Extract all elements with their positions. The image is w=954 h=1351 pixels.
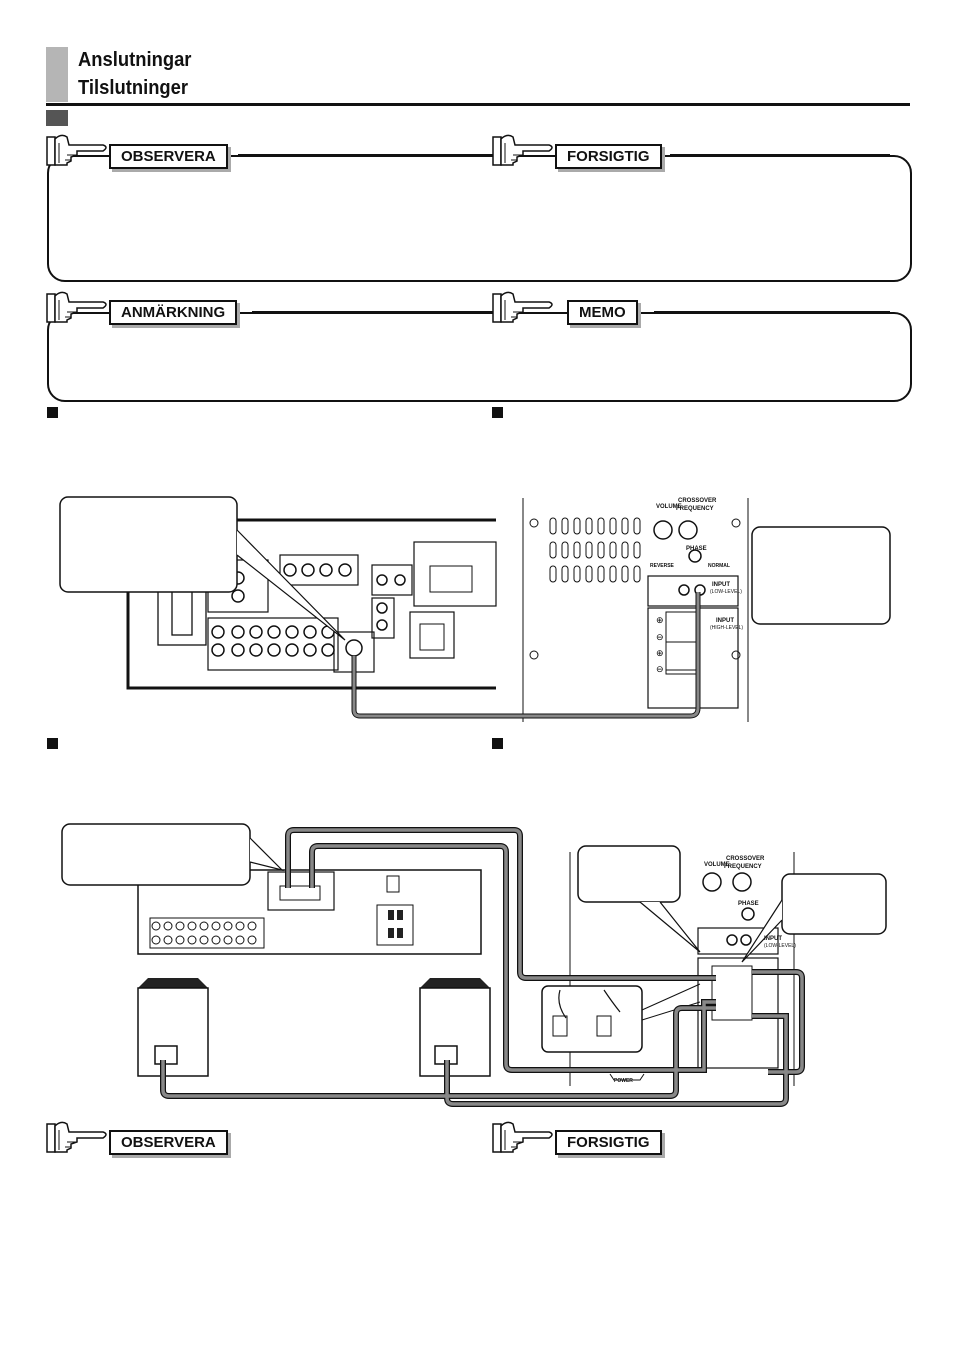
forsigtig-label-bottom: FORSIGTIG xyxy=(555,1130,662,1155)
svg-text:⊕: ⊕ xyxy=(656,648,664,658)
anmarkning-label: ANMÄRKNING xyxy=(109,300,238,325)
section-marker xyxy=(46,110,68,126)
low-level-text-2: (LOW-LEVEL) xyxy=(764,943,796,949)
svg-text:⊖: ⊖ xyxy=(656,664,664,674)
phase-text: PHASE xyxy=(686,546,707,552)
crossover-text: CROSSOVER xyxy=(678,498,717,504)
frequency-text-2: FREQUENCY xyxy=(724,864,762,870)
crossover-text-2: CROSSOVER xyxy=(726,856,765,862)
frequency-text: FREQUENCY xyxy=(676,506,714,512)
reverse-text: REVERSE xyxy=(650,563,674,569)
page-title-swedish: Anslutningar xyxy=(78,49,192,71)
square-bullet-icon xyxy=(492,407,503,418)
input-high-text: INPUT xyxy=(716,618,734,624)
page-title-danish: Tilslutninger xyxy=(78,77,189,99)
square-bullet-icon xyxy=(492,738,503,749)
svg-text:⊕: ⊕ xyxy=(656,615,664,625)
observera-label: OBSERVERA xyxy=(109,144,228,169)
title-accent-bar xyxy=(46,47,68,102)
square-bullet-icon xyxy=(47,738,58,749)
square-bullet-icon xyxy=(47,407,58,418)
volume-text: VOLUME xyxy=(656,504,682,510)
title-rule xyxy=(46,103,910,106)
memo-label: MEMO xyxy=(567,300,638,325)
forsigtig-label: FORSIGTIG xyxy=(555,144,662,169)
volume-text-2: VOLUME xyxy=(704,862,730,868)
phase-text-2: PHASE xyxy=(738,901,759,907)
high-level-text: (HIGH-LEVEL) xyxy=(710,625,744,631)
power-text: POWER xyxy=(614,1078,633,1084)
input-text: INPUT xyxy=(712,582,730,588)
observera-label-bottom: OBSERVERA xyxy=(109,1130,228,1155)
normal-text: NORMAL xyxy=(708,563,730,569)
svg-text:⊖: ⊖ xyxy=(656,632,664,642)
low-level-text: (LOW-LEVEL) xyxy=(710,589,742,595)
input-text-2: INPUT xyxy=(764,936,782,942)
